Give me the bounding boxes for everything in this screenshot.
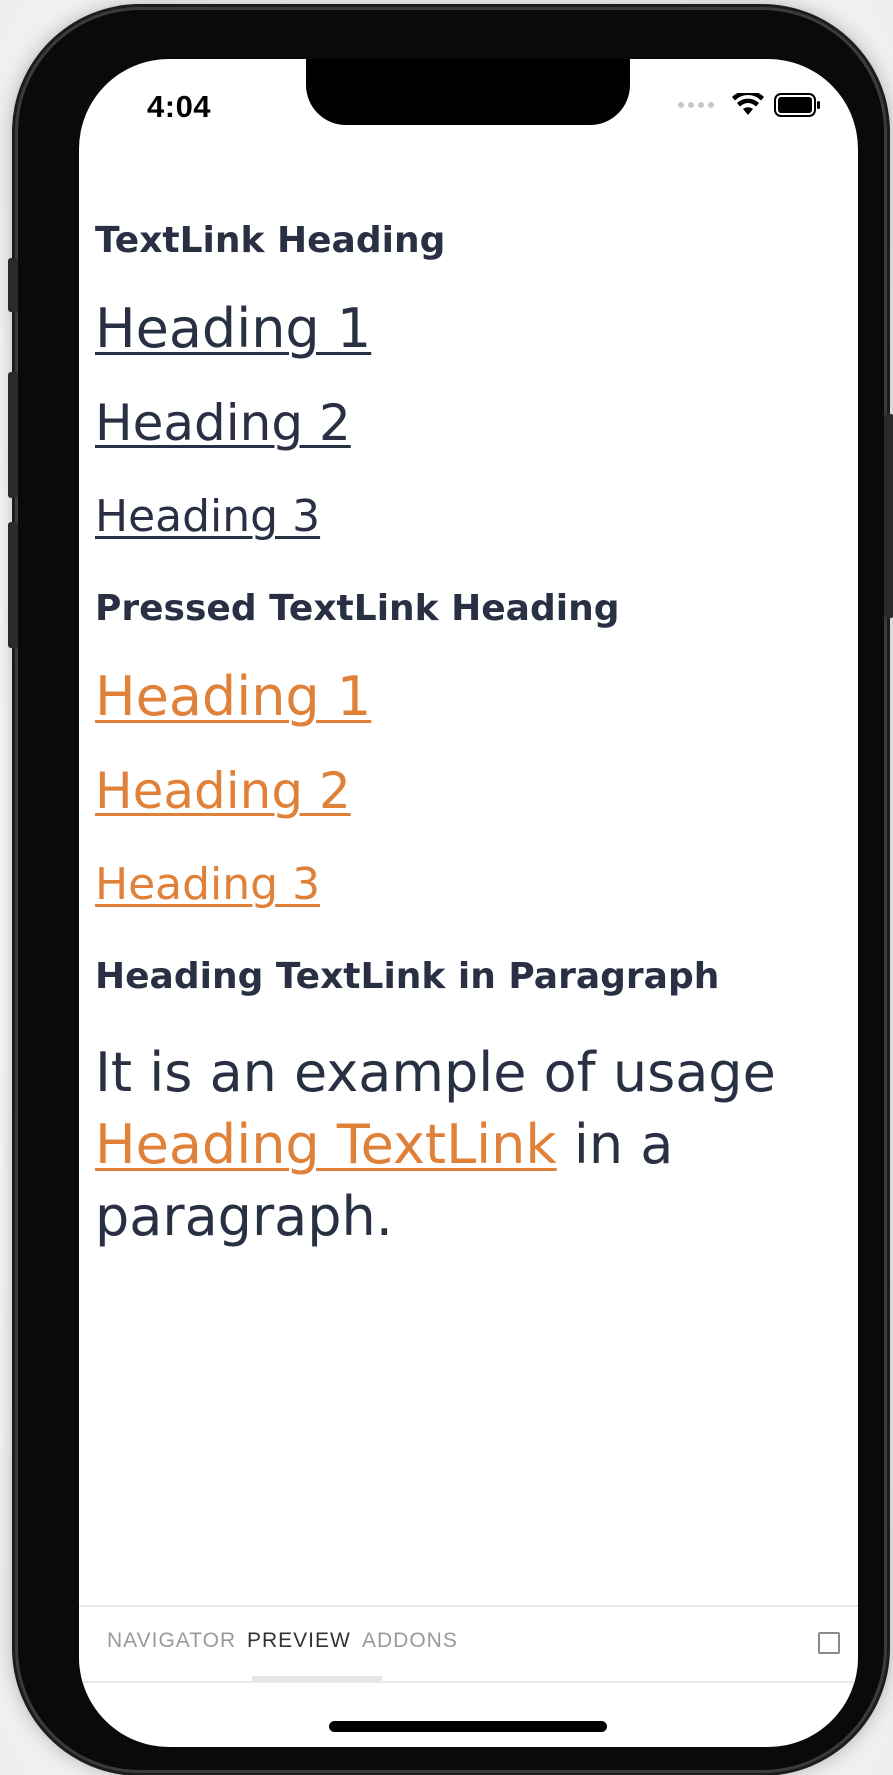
status-time: 4:04	[147, 89, 212, 124]
tab-preview[interactable]: PREVIEW	[247, 1629, 351, 1652]
inline-heading-textlink[interactable]: Heading TextLink	[95, 1113, 557, 1176]
section-title-textlink-heading: TextLink Heading	[95, 220, 446, 261]
mute-switch	[8, 258, 18, 312]
tab-navigator[interactable]: NAVIGATOR	[107, 1629, 237, 1652]
volume-up-button	[8, 372, 18, 498]
pressed-textlink-heading-3[interactable]: Heading 3	[95, 859, 321, 910]
home-indicator[interactable]	[329, 1721, 607, 1732]
wifi-icon	[732, 93, 764, 115]
tab-addons[interactable]: ADDONS	[362, 1629, 458, 1652]
volume-down-button	[8, 522, 18, 648]
active-tab-indicator	[252, 1676, 382, 1681]
notch	[306, 59, 630, 125]
power-button	[884, 414, 893, 618]
paragraph-text-after: in a paragraph.	[95, 1113, 674, 1248]
addons-bar: NAVIGATOR PREVIEW ADDONS	[79, 1605, 858, 1683]
pressed-textlink-heading-2[interactable]: Heading 2	[95, 762, 351, 820]
pressed-textlink-heading-1[interactable]: Heading 1	[95, 665, 372, 728]
section-title-paragraph: Heading TextLink in Paragraph	[95, 956, 720, 997]
status-icons	[678, 93, 822, 117]
cellular-signal-icon	[678, 102, 714, 108]
textlink-heading-1[interactable]: Heading 1	[95, 297, 372, 360]
textlink-heading-3[interactable]: Heading 3	[95, 491, 321, 542]
toggle-square-icon[interactable]	[818, 1632, 840, 1654]
example-paragraph: It is an example of usage Heading TextLi…	[95, 1037, 815, 1253]
phone-screen: 4:04 TextLink Heading Heading 1	[79, 59, 858, 1747]
paragraph-text-before: It is an example of usage	[95, 1041, 776, 1104]
section-title-pressed-textlink-heading: Pressed TextLink Heading	[95, 588, 620, 629]
phone-frame: 4:04 TextLink Heading Heading 1	[8, 10, 893, 1770]
battery-icon	[774, 93, 820, 117]
textlink-heading-2[interactable]: Heading 2	[95, 394, 351, 452]
